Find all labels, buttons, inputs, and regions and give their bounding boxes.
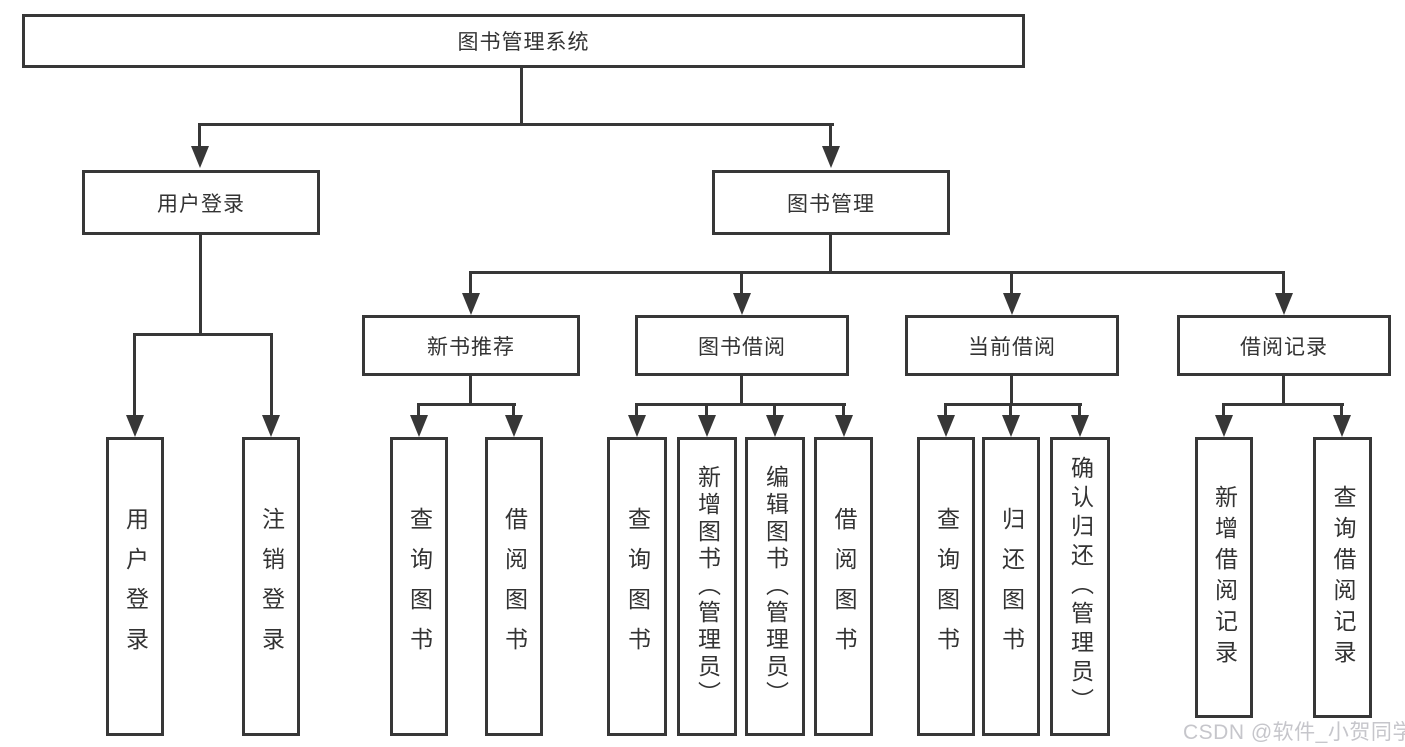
node-borrowing-records: 借阅记录 bbox=[1177, 315, 1391, 376]
connector-line bbox=[1282, 375, 1285, 406]
node-current-borrowing-label: 当前借阅 bbox=[968, 335, 1056, 359]
connector-line bbox=[773, 403, 776, 417]
arrowhead-down-icon bbox=[1333, 415, 1351, 437]
node-book-management-label: 图书管理 bbox=[787, 192, 875, 216]
arrowhead-down-icon bbox=[1003, 293, 1021, 315]
connector-line bbox=[512, 403, 515, 417]
node-new-book-recommendation-label: 新书推荐 bbox=[427, 335, 515, 359]
arrowhead-down-icon bbox=[262, 415, 280, 437]
arrowhead-down-icon bbox=[191, 146, 209, 168]
connector-line bbox=[635, 403, 846, 406]
connector-line bbox=[740, 375, 743, 406]
connector-line bbox=[1010, 375, 1013, 406]
arrowhead-down-icon bbox=[505, 415, 523, 437]
connector-line bbox=[1010, 271, 1013, 295]
connector-line bbox=[944, 403, 947, 417]
connector-line bbox=[635, 403, 638, 417]
leaf-query-books-1: 查询图书 bbox=[390, 437, 448, 736]
connector-line bbox=[944, 403, 1082, 406]
connector-line bbox=[1282, 271, 1285, 295]
arrowhead-down-icon bbox=[835, 415, 853, 437]
arrowhead-down-icon bbox=[1215, 415, 1233, 437]
arrowhead-down-icon bbox=[766, 415, 784, 437]
arrowhead-down-icon bbox=[126, 415, 144, 437]
connector-line bbox=[133, 333, 273, 336]
node-library-management-system-label: 图书管理系统 bbox=[457, 31, 590, 54]
node-user-login: 用户登录 bbox=[82, 170, 320, 235]
arrowhead-down-icon bbox=[628, 415, 646, 437]
connector-line bbox=[198, 123, 201, 146]
node-book-borrowing: 图书借阅 bbox=[635, 315, 849, 376]
leaf-query-books-3: 查询图书 bbox=[917, 437, 975, 736]
arrowhead-down-icon bbox=[1275, 293, 1293, 315]
connector-line bbox=[829, 123, 832, 146]
leaf-confirm-return-admin: 确认归还（管理员） bbox=[1050, 437, 1110, 736]
arrowhead-down-icon bbox=[733, 293, 751, 315]
leaf-edit-book-admin: 编辑图书（管理员） bbox=[745, 437, 805, 736]
csdn-watermark: CSDN @软件_小贺同学 bbox=[1183, 721, 1405, 744]
leaf-query-books-2-label: 查询图书 bbox=[624, 506, 651, 667]
arrowhead-down-icon bbox=[937, 415, 955, 437]
leaf-add-borrow-record: 新增借阅记录 bbox=[1195, 437, 1253, 718]
connector-line bbox=[469, 271, 472, 295]
connector-line bbox=[740, 271, 743, 295]
leaf-add-borrow-record-label: 新增借阅记录 bbox=[1211, 484, 1238, 671]
leaf-return-books-label: 归还图书 bbox=[998, 506, 1025, 667]
arrowhead-down-icon bbox=[462, 293, 480, 315]
node-user-login-label: 用户登录 bbox=[157, 192, 245, 216]
leaf-borrow-books-1-label: 借阅图书 bbox=[501, 506, 528, 667]
arrowhead-down-icon bbox=[1002, 415, 1020, 437]
connector-line bbox=[1078, 403, 1081, 417]
leaf-user-login: 用户登录 bbox=[106, 437, 164, 736]
node-library-management-system: 图书管理系统 bbox=[22, 14, 1025, 68]
node-current-borrowing: 当前借阅 bbox=[905, 315, 1119, 376]
connector-line bbox=[417, 403, 420, 417]
connector-line bbox=[1222, 403, 1225, 417]
connector-line bbox=[133, 333, 136, 415]
node-book-management: 图书管理 bbox=[712, 170, 950, 235]
leaf-query-borrow-record-label: 查询借阅记录 bbox=[1330, 484, 1356, 671]
connector-line bbox=[1222, 403, 1344, 406]
leaf-user-login-label: 用户登录 bbox=[122, 506, 149, 667]
connector-line bbox=[270, 333, 273, 415]
leaf-logout-login: 注销登录 bbox=[242, 437, 300, 736]
leaf-query-books-2: 查询图书 bbox=[607, 437, 667, 736]
leaf-borrow-books-1: 借阅图书 bbox=[485, 437, 543, 736]
arrowhead-down-icon bbox=[698, 415, 716, 437]
leaf-query-borrow-record: 查询借阅记录 bbox=[1313, 437, 1372, 718]
connector-line bbox=[1009, 403, 1012, 417]
connector-line bbox=[829, 234, 832, 274]
leaf-add-book-admin: 新增图书（管理员） bbox=[677, 437, 737, 736]
leaf-add-book-admin-label: 新增图书（管理员） bbox=[694, 465, 721, 708]
leaf-query-books-3-label: 查询图书 bbox=[933, 506, 960, 667]
connector-line bbox=[199, 234, 202, 336]
leaf-confirm-return-admin-label: 确认归还（管理员） bbox=[1067, 456, 1094, 717]
leaf-borrow-books-2-label: 借阅图书 bbox=[831, 506, 857, 667]
connector-line bbox=[417, 403, 516, 406]
connector-line bbox=[469, 271, 1285, 274]
leaf-logout-login-label: 注销登录 bbox=[258, 506, 285, 667]
connector-line bbox=[198, 123, 834, 126]
node-borrowing-records-label: 借阅记录 bbox=[1240, 335, 1328, 359]
arrowhead-down-icon bbox=[410, 415, 428, 437]
connector-line bbox=[1340, 403, 1343, 417]
connector-line bbox=[705, 403, 708, 417]
node-book-borrowing-label: 图书借阅 bbox=[698, 335, 786, 359]
arrowhead-down-icon bbox=[1071, 415, 1089, 437]
connector-line bbox=[469, 375, 472, 406]
leaf-edit-book-admin-label: 编辑图书（管理员） bbox=[762, 465, 789, 708]
arrowhead-down-icon bbox=[822, 146, 840, 168]
connector-line bbox=[520, 68, 523, 124]
node-new-book-recommendation: 新书推荐 bbox=[362, 315, 580, 376]
connector-line bbox=[842, 403, 845, 417]
leaf-query-books-1-label: 查询图书 bbox=[406, 506, 433, 667]
leaf-borrow-books-2: 借阅图书 bbox=[814, 437, 873, 736]
leaf-return-books: 归还图书 bbox=[982, 437, 1040, 736]
